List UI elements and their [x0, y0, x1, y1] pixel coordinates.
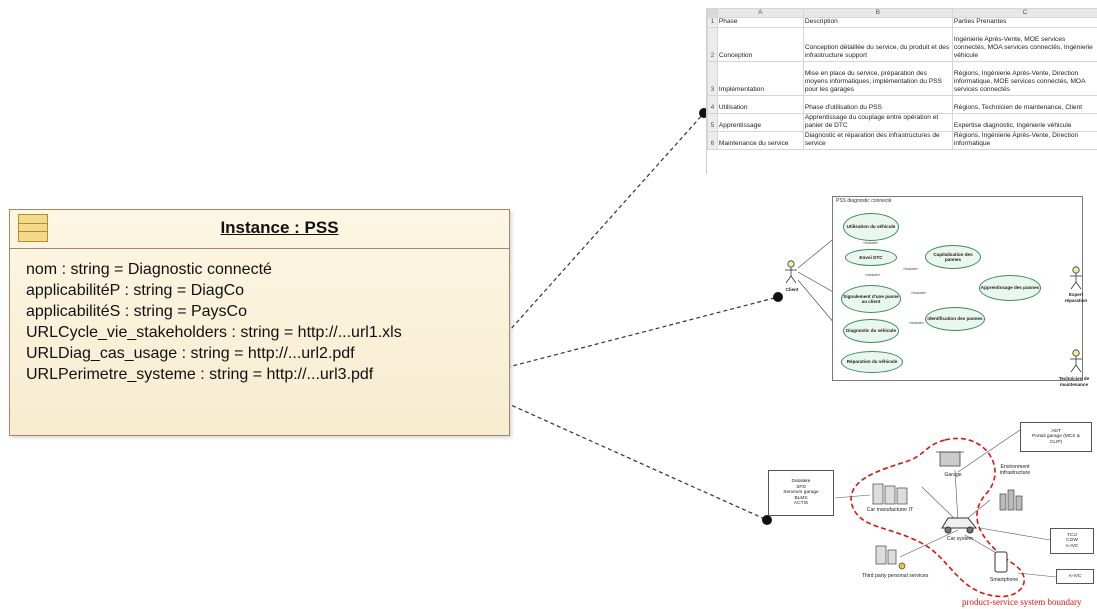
actor-technicien-label: Technicien de maintenance	[1058, 376, 1090, 387]
attribute-nom: nom : string = Diagnostic connecté	[26, 261, 272, 278]
sheet-cell: Régions, Ingénierie Après-Vente, Directi…	[951, 130, 1097, 150]
sheet-cell: Mise en place du service, préparation de…	[802, 60, 953, 96]
uml-instance-header: Instance : PSS	[10, 210, 509, 249]
tcu-box: TCU CGW A-IVC	[1050, 528, 1094, 554]
adt-box: ADT Portail garage (MCS & CLIP)	[1020, 422, 1092, 452]
uml-attributes: nom : string = Diagnostic connecté appli…	[10, 249, 509, 385]
environment-label: Environment infrastructure	[999, 464, 1031, 476]
attribute-url-diag[interactable]: URLDiag_cas_usage : string = http://...u…	[26, 345, 355, 362]
usecase-signalement: Signalement d'une panne au client	[841, 285, 901, 313]
datalake-line: Serveurs garage	[783, 490, 819, 496]
uml-instance[interactable]: Instance : PSS nom : string = Diagnostic…	[9, 209, 510, 436]
third-party-label: Third party personal services	[861, 573, 929, 579]
garage-icon	[936, 451, 964, 467]
aivc-label: A-IVC	[1068, 573, 1082, 579]
sheet-cell: Implémentation	[716, 60, 804, 96]
actor-client-label: Client	[785, 287, 799, 292]
tcu-line: CGW	[1066, 538, 1078, 544]
adt-line: CLIP)	[1049, 439, 1063, 445]
third-party-icon	[875, 545, 906, 570]
datalake-line: BLMS	[794, 495, 808, 501]
sheet-cell: Conception	[716, 26, 804, 62]
sheet-row: 6 Maintenance du service Diagnostic et r…	[707, 130, 1097, 150]
actor-client-icon	[785, 260, 797, 284]
adt-line: ADT	[1051, 428, 1061, 434]
city-infrastructure-icon	[999, 489, 1023, 511]
usecase-identification: Identification des pannes	[925, 307, 985, 331]
datalake-box: Datalake SFD Serveurs garage BLMS ACTIS	[768, 470, 834, 516]
include-label: «include»	[863, 241, 879, 245]
manufacturer-label: Car manufacturer IT	[866, 507, 914, 513]
sheet-cell: Diagnostic et réparation des infrastruct…	[802, 130, 953, 150]
datalake-line: SFD	[796, 484, 806, 490]
attribute-url-perimetre[interactable]: URLPerimetre_systeme : string = http://.…	[26, 366, 374, 383]
include-label: «include»	[865, 273, 881, 277]
attribute-url-cycle[interactable]: URLCycle_vie_stakeholders : string = htt…	[26, 324, 402, 341]
attribute-applicabilite-s: applicabilitéS : string = PaysCo	[26, 303, 247, 320]
smartphone-icon	[994, 551, 1008, 573]
sheet-row: 3 Implémentation Mise en place du servic…	[707, 60, 1097, 96]
actor-expert-icon	[1070, 266, 1082, 290]
datalake-line: ACTIS	[793, 501, 809, 507]
include-label: «include»	[909, 321, 925, 325]
usecase-reparation: Réparation du véhicule	[841, 351, 903, 373]
class-icon	[18, 214, 48, 242]
smartphone-label: Smartphone	[989, 577, 1019, 583]
usecase-apprentissage: Apprentissage des pannes	[979, 275, 1041, 301]
car-icon	[941, 517, 978, 534]
sheet-cell: Apprentissage du couplage entre opératio…	[802, 112, 953, 132]
actor-expert-label: Expert réparation	[1064, 292, 1088, 303]
attribute-applicabilite-p: applicabilitéP : string = DiagCo	[26, 282, 245, 299]
car-system-label: Car system	[946, 536, 974, 542]
sheet-cell: Régions, Ingénierie Après-Vente, Directi…	[951, 60, 1097, 96]
boundary-label: product-service system boundary	[962, 597, 1082, 607]
server-icon	[872, 483, 908, 505]
stakeholder-spreadsheet: A B C 1 Phase Description Parties Prenan…	[706, 8, 1097, 174]
tcu-line: TCU	[1067, 532, 1077, 538]
usecase-envoi-dtc: Envoi DTC	[845, 249, 897, 266]
usecase-utilisation: Utilisation du véhicule	[843, 213, 899, 241]
sheet-row: 5 Apprentissage Apprentissage du couplag…	[707, 112, 1097, 132]
usecase-diagnostic: Diagnostic du véhicule	[843, 319, 899, 343]
usecase-diagram-title: PSS diagnostic connecté	[836, 198, 892, 204]
aivc-box: A-IVC	[1056, 569, 1094, 584]
actor-technicien-icon	[1070, 349, 1082, 373]
include-label: «include»	[911, 291, 927, 295]
include-label: «include»	[903, 267, 919, 271]
sheet-row: 1 Phase Description Parties Prenantes	[707, 17, 1097, 28]
usecase-diagram: PSS diagnostic connecté Utilisation du v…	[832, 196, 1083, 381]
sheet-row: 2 Conception Conception détaillée du ser…	[707, 26, 1097, 62]
tcu-line: A-IVC	[1065, 543, 1079, 549]
datalake-line: Datalake	[791, 479, 811, 485]
system-boundary	[850, 437, 1026, 598]
garage-label: Garage	[944, 472, 962, 478]
adt-line: Portail garage (MCS &	[1032, 434, 1080, 440]
sheet-cell: Ingénierie Après-Vente, MOE services con…	[951, 26, 1097, 62]
uml-instance-title: Instance : PSS	[220, 218, 339, 237]
usecase-capitalisation: Capitalisation des pannes	[925, 245, 981, 269]
